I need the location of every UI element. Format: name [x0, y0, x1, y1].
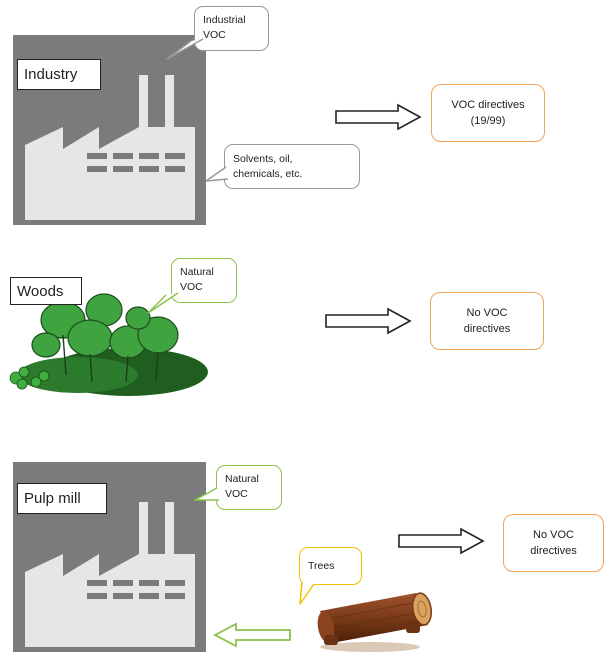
directive-line: No VOC	[533, 528, 574, 541]
arrow-right-icon	[335, 103, 422, 131]
industry-factory-icon	[25, 75, 195, 220]
industry-factory-panel	[13, 35, 206, 225]
woods-natural-voc-bubble: Natural VOC	[147, 258, 237, 314]
pulp-mill-label: Pulp mill	[17, 483, 107, 514]
bubble-line: Industrial	[203, 14, 246, 26]
bubble-tail	[205, 166, 229, 182]
woods-label-text: Woods	[17, 282, 64, 300]
bubble-tail	[166, 38, 204, 60]
arrow-left-icon	[213, 622, 291, 648]
bubble-line: Solvents, oil,	[233, 153, 293, 165]
bubble-tail	[299, 581, 315, 605]
bubble-tail	[194, 487, 219, 501]
directive-line: No VOC	[466, 306, 508, 319]
bubble-line: chemicals, etc.	[233, 168, 303, 181]
pulp-mill-no-voc-directives-box: No VOC directives	[503, 514, 604, 572]
bubble-line: Natural	[180, 266, 214, 278]
solvents-bubble: Solvents, oil, chemicals, etc.	[205, 144, 360, 189]
directive-line: directives	[530, 545, 577, 557]
pulp-mill-natural-voc-bubble: Natural VOC	[194, 465, 282, 510]
directive-line: (19/99)	[470, 115, 506, 127]
industry-label-text: Industry	[24, 66, 78, 83]
no-voc-directives-box: No VOC directives	[430, 292, 544, 350]
bubble-line: VOC	[180, 281, 203, 294]
pulp-mill-factory-panel	[13, 462, 206, 652]
bubble-line: Trees	[308, 560, 335, 572]
arrow-right-icon	[398, 527, 485, 555]
bubble-tail	[147, 292, 179, 314]
directive-line: directives	[463, 323, 511, 335]
pulp-mill-label-text: Pulp mill	[24, 490, 81, 507]
bubble-line: Natural	[225, 473, 259, 485]
log-icon	[317, 592, 433, 652]
pulp-mill-factory-icon	[25, 502, 195, 647]
woods-label: Woods	[10, 277, 82, 305]
trees-bubble: Trees	[299, 547, 362, 605]
industry-label: Industry	[17, 59, 101, 90]
industrial-voc-bubble: Industrial VOC	[166, 6, 269, 60]
bubble-line: VOC	[225, 488, 248, 501]
directive-line: VOC directives	[451, 98, 525, 111]
arrow-right-icon	[325, 307, 412, 335]
voc-directives-box: VOC directives (19/99)	[431, 84, 545, 142]
bubble-line: VOC	[203, 29, 226, 42]
